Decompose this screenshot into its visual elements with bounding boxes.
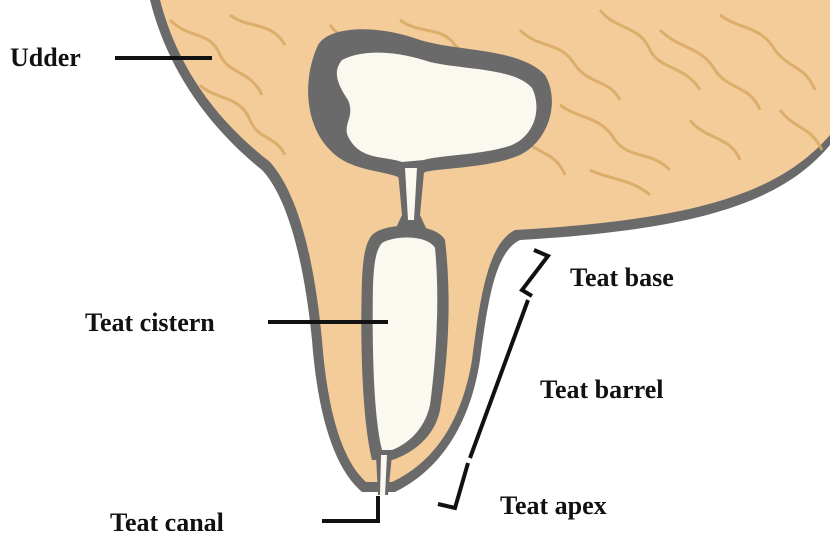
label-udder: Udder (10, 43, 81, 72)
label-teat-base: Teat base (570, 263, 674, 292)
label-teat-canal: Teat canal (110, 508, 224, 531)
teat-canal-leader (322, 496, 378, 521)
teat-apex-bracket (438, 463, 468, 508)
teat-base-bracket (522, 250, 548, 296)
label-teat-barrel: Teat barrel (540, 375, 664, 404)
label-teat-apex: Teat apex (500, 491, 607, 520)
label-teat-cistern: Teat cistern (85, 308, 215, 337)
